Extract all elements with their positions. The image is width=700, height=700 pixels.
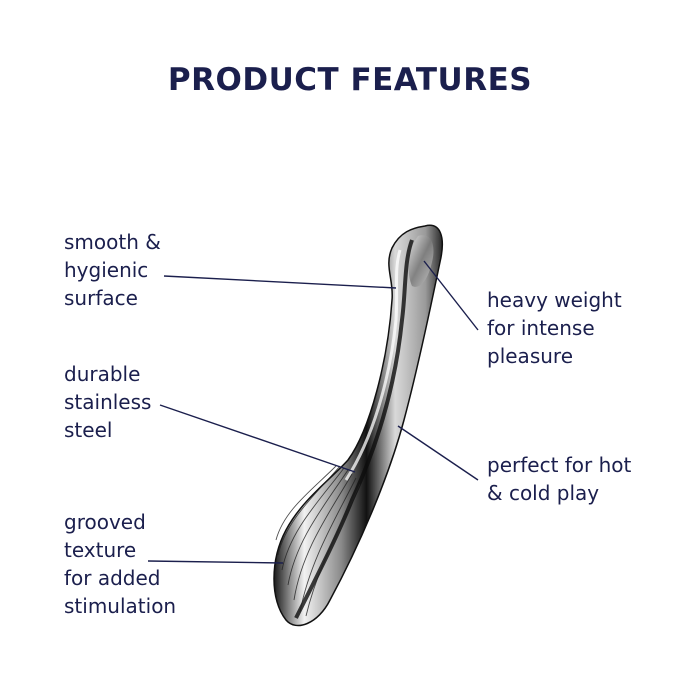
feature-text: steel [64,418,113,442]
feature-text: & cold play [487,481,600,505]
feature-text: stimulation [64,594,177,618]
feature-text: smooth & [64,230,161,254]
feature-grooved-texture: grooved texture for added stimulation [64,508,176,620]
feature-durable-steel: durable stainless steel [64,360,151,444]
feature-text: stainless [64,390,152,414]
leader-line-smooth [163,275,397,289]
feature-smooth-surface: smooth & hygienic surface [64,228,161,312]
feature-text: perfect for hot [487,453,632,477]
feature-heavy-weight: heavy weight for intense pleasure [487,286,622,370]
feature-text: surface [64,286,138,310]
leader-line-hotcold [397,425,479,481]
leader-line-grooved [147,560,284,564]
page-title: PRODUCT FEATURES [167,62,533,98]
feature-text: pleasure [487,344,573,368]
feature-text: hygienic [64,258,149,282]
feature-hot-cold-play: perfect for hot & cold play [487,451,631,507]
feature-text: for added [64,566,161,590]
groove-texture [275,465,361,617]
feature-text: grooved [64,510,146,534]
feature-text: durable [64,362,141,386]
feature-text: for intense [487,316,595,340]
leader-line-durable [159,404,356,473]
feature-text: texture [64,538,137,562]
leader-line-heavy [423,260,479,331]
feature-text: heavy weight [487,288,622,312]
